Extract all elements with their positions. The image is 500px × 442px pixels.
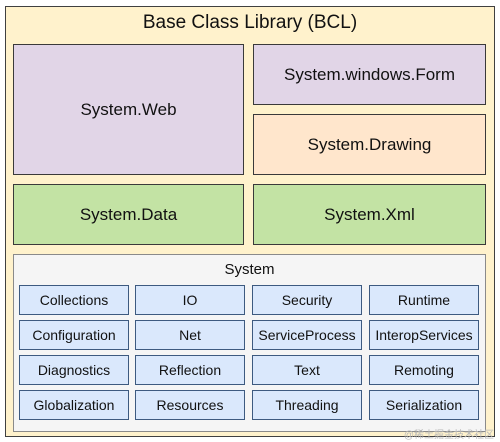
ns-serviceprocess: ServiceProcess [252,320,362,350]
ns-remoting: Remoting [369,355,479,385]
ns-diagnostics: Diagnostics [19,355,129,385]
diagram-title: Base Class Library (BCL) [142,12,358,33]
system-data-block: System.Data [13,184,244,245]
system-panel-label: System [224,261,275,278]
system-web-block: System.Web [13,44,244,175]
ns-globalization: Globalization [19,390,129,420]
ns-security: Security [252,285,362,315]
watermark: @稀土掘金技术社区 [403,430,494,441]
ns-interopservices: InteropServices [369,320,479,350]
ns-reflection: Reflection [135,355,245,385]
system-drawing-block: System.Drawing [253,114,486,175]
ns-collections: Collections [19,285,129,315]
ns-net: Net [135,320,245,350]
ns-text: Text [252,355,362,385]
ns-threading: Threading [252,390,362,420]
system-xml-block: System.Xml [253,184,486,245]
ns-configuration: Configuration [19,320,129,350]
ns-runtime: Runtime [369,285,479,315]
ns-serialization: Serialization [369,390,479,420]
ns-resources: Resources [135,390,245,420]
ns-io: IO [135,285,245,315]
system-windows-form-block: System.windows.Form [253,44,486,105]
